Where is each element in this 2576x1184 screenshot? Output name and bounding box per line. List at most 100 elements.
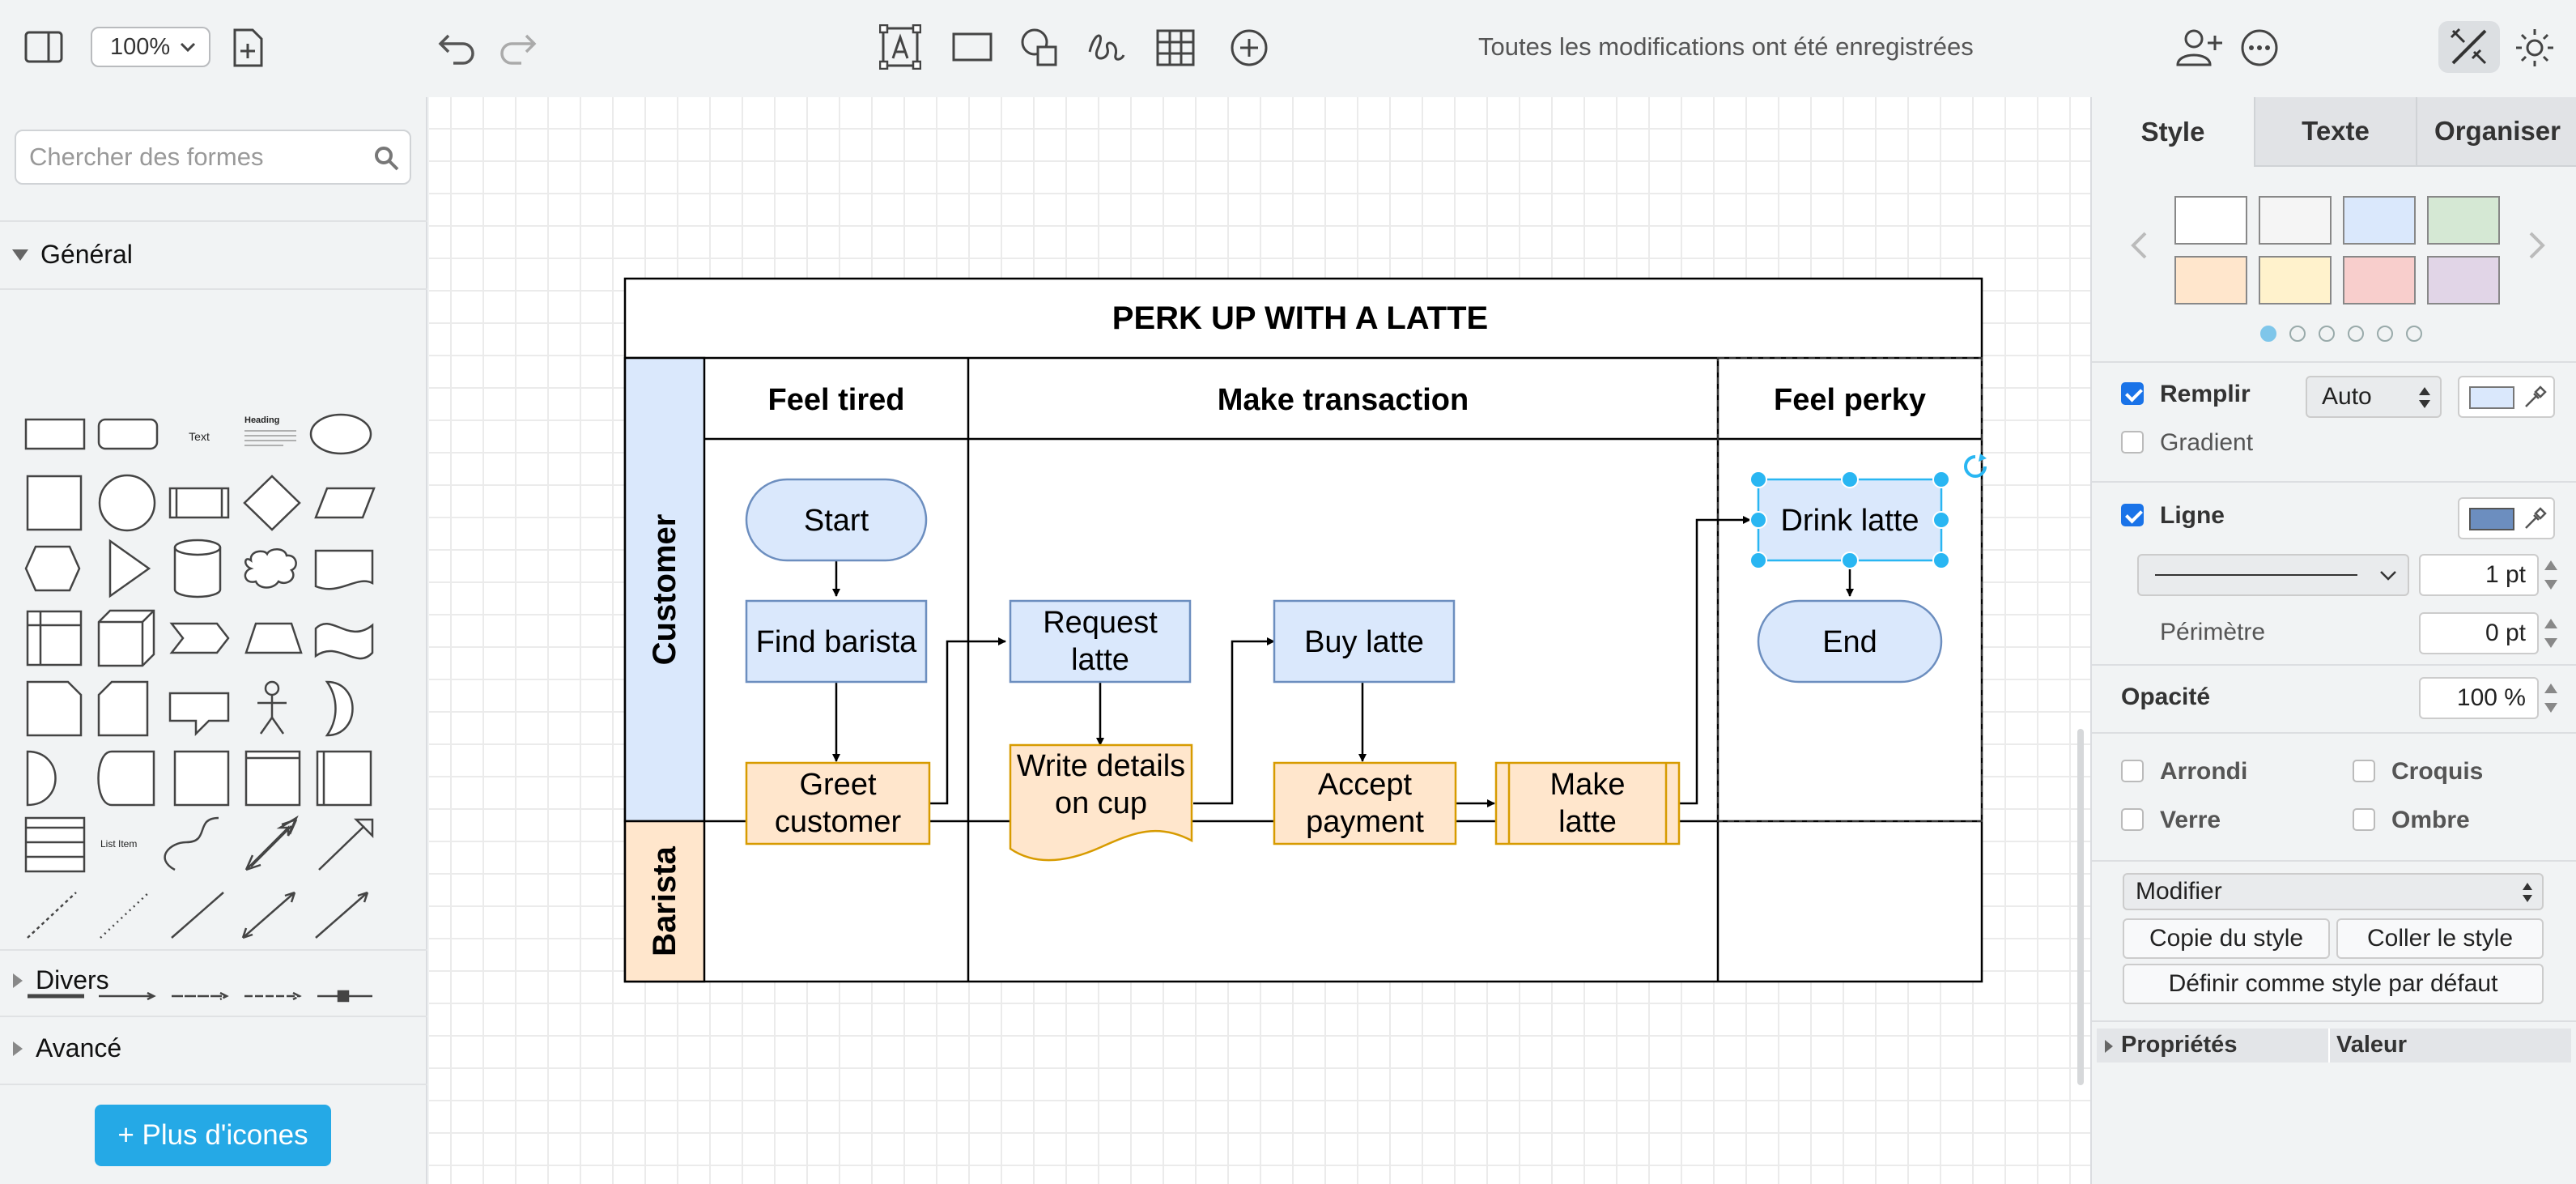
style-swatch-1[interactable] — [2174, 196, 2247, 245]
node-accept-payment[interactable] — [1273, 761, 1457, 845]
swatch-page-dot[interactable] — [2319, 326, 2335, 342]
style-swatch-6[interactable] — [2259, 256, 2332, 305]
freehand-icon[interactable] — [1086, 28, 1127, 68]
swatch-page-dot[interactable] — [2289, 326, 2306, 342]
swatch-prev-icon[interactable] — [2131, 232, 2147, 263]
swatch-page-dot[interactable] — [2348, 326, 2364, 342]
shape-palette[interactable]: Text Heading List Item — [16, 308, 413, 1020]
line-color-button[interactable] — [2458, 497, 2555, 539]
zoom-select[interactable]: 100% — [91, 27, 210, 67]
node-make-latte[interactable] — [1494, 761, 1681, 845]
diagram-canvas[interactable]: PERK UP WITH A LATTE Customer Barista Fe… — [429, 97, 2090, 1184]
section-misc[interactable]: Divers — [11, 965, 109, 995]
style-swatch-3[interactable] — [2343, 196, 2416, 245]
eyedropper-icon — [2525, 385, 2547, 407]
opacity-input[interactable]: 100 % — [2419, 677, 2539, 719]
node-write-details-label-1: Write details — [1017, 749, 1185, 783]
perimeter-input[interactable]: 0 pt — [2419, 612, 2539, 654]
shadow-checkbox[interactable] — [2353, 808, 2375, 831]
opacity-label: Opacité — [2121, 684, 2211, 710]
shape-trapezoid — [244, 622, 303, 654]
add-page-icon[interactable] — [232, 28, 264, 68]
swatch-page-dot[interactable] — [2377, 326, 2393, 342]
node-request-latte[interactable] — [1009, 599, 1192, 684]
node-start-label: Start — [804, 504, 869, 538]
table-icon[interactable] — [1156, 29, 1195, 66]
paste-style-button[interactable]: Coller le style — [2336, 918, 2544, 959]
perimeter-stepper[interactable] — [2542, 614, 2560, 657]
copy-style-button[interactable]: Copie du style — [2123, 918, 2330, 959]
shape-rounded-rectangle — [97, 418, 159, 450]
shape-diamond — [243, 475, 301, 531]
swatch-page-dot[interactable] — [2260, 326, 2276, 342]
node-make-latte-label-1: Make — [1550, 768, 1626, 802]
edit-style-select[interactable]: Modifier — [2123, 873, 2544, 910]
search-shapes-input[interactable]: Chercher des formes — [15, 130, 411, 185]
node-greet-customer-label-1: Greet — [799, 768, 876, 802]
rotate-handle-icon[interactable] — [1964, 454, 1987, 478]
style-swatch-5[interactable] — [2174, 256, 2247, 305]
opacity-stepper[interactable] — [2542, 679, 2560, 722]
format-panel-toggle-icon[interactable] — [24, 31, 63, 63]
shape-delay — [26, 750, 57, 807]
more-options-icon[interactable] — [2239, 28, 2280, 68]
line-checkbox[interactable] — [2121, 504, 2144, 526]
canvas-scrollbar[interactable] — [2077, 729, 2084, 1085]
set-default-style-button[interactable]: Définir comme style par défaut — [2123, 964, 2544, 1004]
lane-customer-header — [623, 356, 706, 823]
section-general[interactable]: Général — [11, 240, 133, 270]
node-find-barista[interactable] — [745, 599, 928, 684]
gradient-checkbox[interactable] — [2121, 431, 2144, 454]
shape-connector-1 — [99, 991, 156, 1001]
lane-barista-header — [623, 820, 706, 983]
share-user-icon[interactable] — [2176, 28, 2223, 68]
text-box-icon[interactable] — [879, 24, 921, 70]
line-width-input[interactable]: 1 pt — [2419, 554, 2539, 596]
node-greet-customer[interactable] — [745, 761, 931, 845]
node-start[interactable] — [745, 478, 928, 562]
node-end[interactable] — [1757, 599, 1943, 684]
node-end-label: End — [1822, 625, 1877, 659]
style-swatch-7[interactable] — [2343, 256, 2416, 305]
search-icon[interactable] — [372, 144, 400, 178]
rounded-checkbox[interactable] — [2121, 760, 2144, 782]
line-width-stepper[interactable] — [2542, 556, 2560, 598]
style-swatch-2[interactable] — [2259, 196, 2332, 245]
section-advanced[interactable]: Avancé — [11, 1033, 121, 1063]
node-buy-latte[interactable] — [1273, 599, 1456, 684]
shapes-sidebar: Chercher des formes Général — [0, 97, 427, 1184]
sketch-checkbox[interactable] — [2353, 760, 2375, 782]
theme-sun-icon[interactable] — [2514, 28, 2555, 68]
line-style-select[interactable] — [2137, 554, 2409, 596]
node-write-details[interactable] — [1009, 743, 1193, 862]
shape-cloud — [244, 548, 297, 589]
diagram-title: PERK UP WITH A LATTE — [1112, 300, 1488, 336]
shapes-icon[interactable] — [1018, 28, 1059, 68]
undo-icon[interactable] — [437, 29, 478, 65]
tab-style[interactable]: Style — [2092, 97, 2254, 167]
fill-color-button[interactable] — [2458, 376, 2555, 418]
shape-line — [171, 892, 224, 939]
shape-parallelogram — [314, 487, 376, 519]
swatch-next-icon[interactable] — [2529, 232, 2545, 263]
fill-mode-select[interactable]: Auto — [2306, 376, 2442, 418]
swatch-page-dot[interactable] — [2406, 326, 2422, 342]
fill-checkbox[interactable] — [2121, 382, 2144, 405]
shape-triangle — [108, 539, 151, 598]
more-shapes-button[interactable]: + Plus d'icones — [95, 1105, 331, 1166]
style-swatch-4[interactable] — [2427, 196, 2500, 245]
phase-feel-perky: Feel perky — [1774, 383, 1926, 417]
style-swatch-8[interactable] — [2427, 256, 2500, 305]
glass-checkbox[interactable] — [2121, 808, 2144, 831]
format-tools-icon[interactable] — [2448, 26, 2490, 68]
redo-icon[interactable] — [497, 29, 538, 65]
node-drink-latte[interactable] — [1757, 478, 1943, 562]
insert-plus-icon[interactable] — [1229, 28, 1269, 68]
shape-ellipse — [309, 413, 372, 455]
selection-handles[interactable] — [1749, 471, 1950, 569]
rectangle-icon[interactable] — [952, 31, 993, 63]
properties-table-header[interactable]: Propriétés Valeur — [2097, 1029, 2571, 1063]
node-drink-latte-label: Drink latte — [1780, 504, 1919, 538]
tab-arrange[interactable]: Organiser — [2416, 97, 2576, 167]
tab-text[interactable]: Texte — [2254, 97, 2416, 167]
